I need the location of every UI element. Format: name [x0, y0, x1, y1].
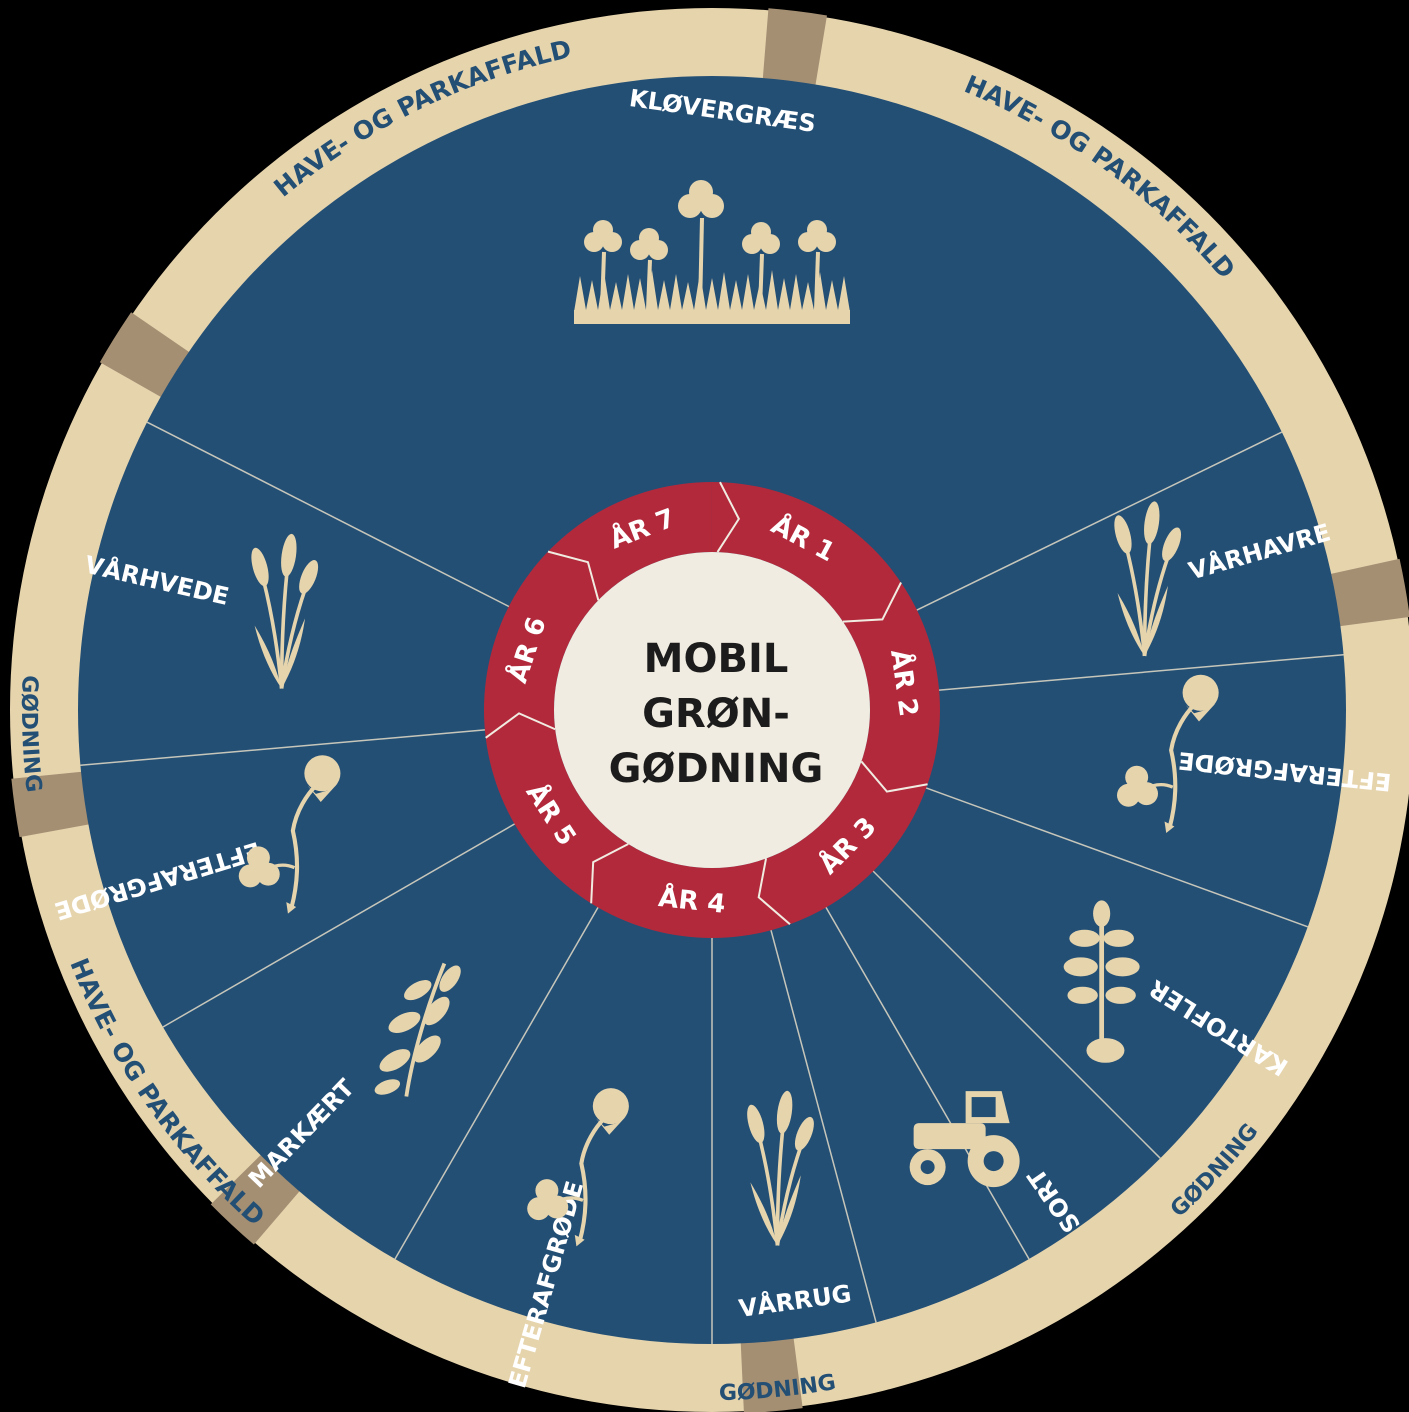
year-separator: [716, 481, 741, 553]
year-separator: [860, 760, 928, 793]
sector-divider-line: [916, 783, 1309, 928]
year-separator: [842, 582, 902, 623]
center-title-line-1: MOBIL: [644, 636, 789, 682]
sector-divider-line: [162, 818, 524, 1028]
sector-divider-line: [146, 421, 519, 612]
center-title-line-2: GRØN-: [642, 691, 790, 737]
outer-ring-divider: [11, 771, 91, 838]
year-separator: [757, 858, 791, 926]
center-disc: [554, 552, 870, 868]
sector-divider-line: [865, 863, 1161, 1159]
outer-ring-divider: [1329, 558, 1409, 627]
year-ring: ÅR 1ÅR 2ÅR 3ÅR 4ÅR 5ÅR 6ÅR 7: [483, 481, 940, 939]
year-separator: [590, 843, 629, 904]
sector-divider-line: [767, 920, 877, 1323]
outer-ring-divider: [99, 312, 191, 398]
outer-ring-label-godning-1: GØDNING: [16, 675, 46, 794]
outer-ring-divider: [210, 1153, 301, 1245]
outer-ring-divider: [762, 8, 827, 87]
sector-divider-line: [820, 898, 1030, 1260]
sector-divider-line: [394, 898, 604, 1260]
year-separator: [485, 712, 556, 739]
sector-divider-line: [907, 431, 1283, 616]
sector-divider-line: [80, 728, 495, 767]
outer-ring-divider: [740, 1336, 803, 1412]
center-title-line-3: GØDNING: [609, 746, 824, 792]
year-separator: [547, 550, 600, 601]
sector-divider-line: [929, 653, 1344, 692]
